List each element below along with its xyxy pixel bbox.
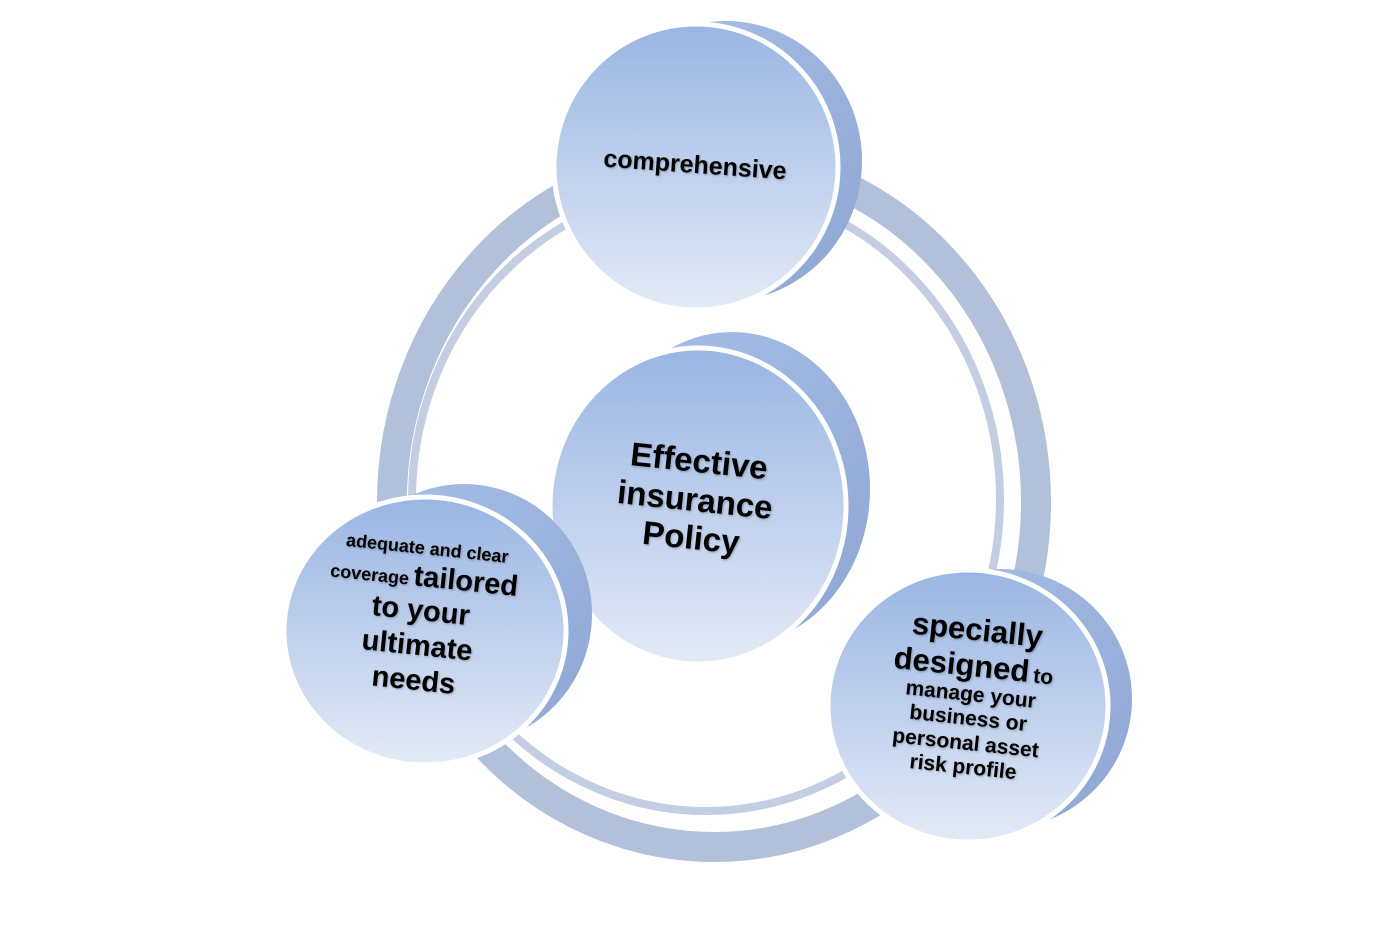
left-circle-label: adequate and clear coverage tailored to … — [292, 526, 547, 711]
center-circle — [547, 332, 870, 667]
right-circle — [825, 567, 1132, 845]
top-circle — [551, 21, 862, 313]
center-circle-label: Effective insurance Policy — [575, 430, 816, 569]
right-circle-label: specially designed to manage your busine… — [850, 601, 1091, 791]
right-label-line-2-small: to — [1032, 664, 1055, 690]
left-label-line-2-small: coverage — [329, 560, 411, 589]
left-circle — [281, 484, 592, 768]
